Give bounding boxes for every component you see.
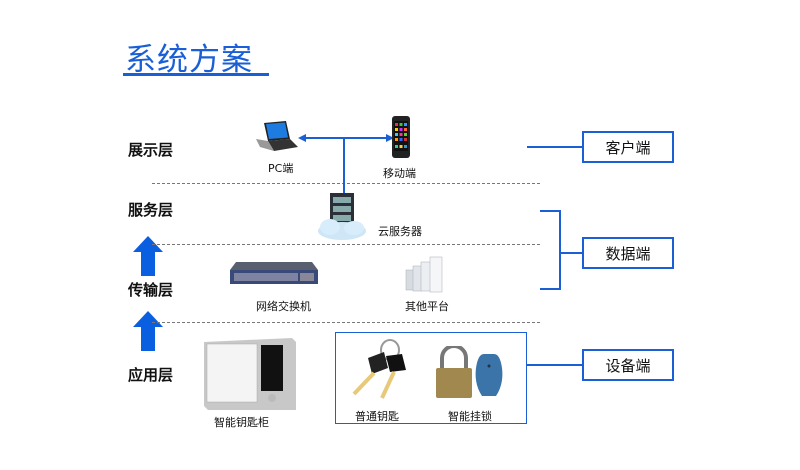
up-arrow-icon (133, 236, 163, 276)
data-bracket-bottom (540, 288, 560, 290)
layer-label-service: 服务层 (128, 201, 174, 219)
mobile-label: 移动端 (383, 167, 416, 180)
data-group-box: 数据端 (582, 237, 674, 269)
layer-label-presentation: 展示层 (128, 141, 174, 159)
padlock-icon (436, 346, 503, 398)
layer-divider (152, 183, 540, 184)
connector-lines (298, 134, 394, 196)
smartphone-icon (392, 116, 410, 158)
switch-label: 网络交换机 (256, 300, 311, 313)
normal-key-label: 普通钥匙 (355, 410, 399, 423)
device-connector (527, 364, 582, 366)
up-arrow-icon (133, 311, 163, 351)
smart-lock-label: 智能挂锁 (448, 410, 492, 423)
layer-divider (152, 322, 540, 323)
key-cabinet-icon (204, 338, 296, 410)
server-rack-icon (405, 256, 443, 293)
device-group-label-box: 设备端 (582, 349, 674, 381)
client-connector (527, 146, 582, 148)
device-group-box (335, 332, 527, 424)
client-group-box: 客户端 (582, 131, 674, 163)
cloud-server-label: 云服务器 (378, 225, 422, 238)
data-bracket-top (540, 210, 560, 212)
data-connector (560, 252, 582, 254)
title-underline (123, 73, 269, 76)
other-platform-label: 其他平台 (405, 300, 449, 313)
data-bracket-vertical (559, 210, 561, 290)
key-icon (352, 339, 406, 399)
laptop-icon (256, 121, 298, 151)
layer-label-transport: 传输层 (128, 281, 174, 299)
pc-label: PC端 (268, 162, 294, 175)
key-cabinet-label: 智能钥匙柜 (214, 416, 269, 429)
page-title: 系统方案 (125, 42, 253, 78)
layer-divider (152, 244, 540, 245)
cloud-server-icon (318, 193, 366, 240)
network-switch-icon (230, 262, 318, 284)
layer-label-application: 应用层 (128, 366, 174, 384)
